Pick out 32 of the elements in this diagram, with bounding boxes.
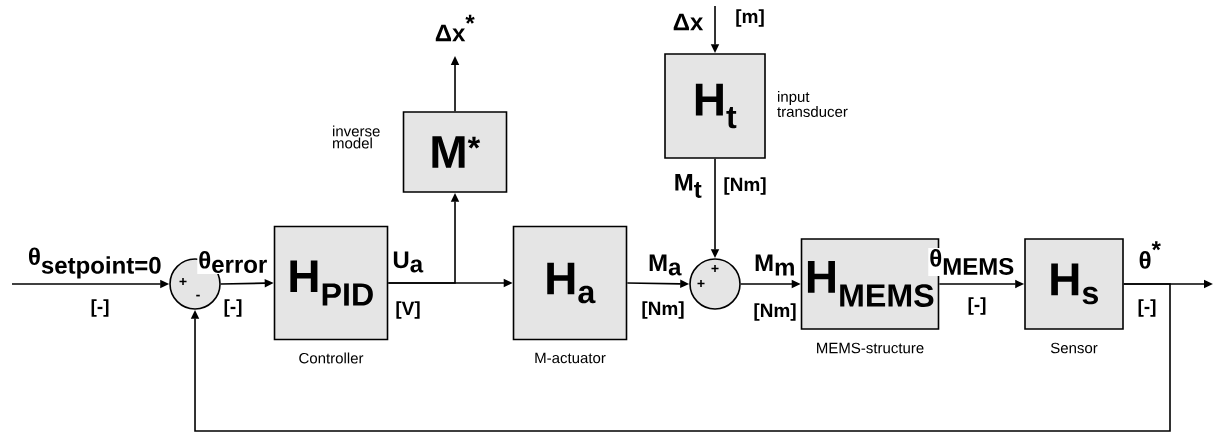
signal-label: $\mbox{M}_{\mbox{a}}$ bbox=[647, 253, 683, 277]
block-box: H$_{a}$ bbox=[512, 225, 628, 341]
summing-junction: + + bbox=[689, 258, 741, 310]
signal-label: $\mbox{U}_{\mbox{a}}$ bbox=[391, 250, 425, 274]
block-caption: MEMS-structure bbox=[817, 342, 924, 354]
unit-label: [V] bbox=[394, 300, 422, 320]
unit-label: [Nm] bbox=[752, 302, 798, 322]
signal-label: $\mbox{θ}_{\mbox{error}}$ bbox=[197, 250, 269, 274]
signal-label: $\mbox{Δx}^{\mbox{*}}$ bbox=[433, 13, 477, 43]
block-caption: M-actuator bbox=[535, 352, 606, 364]
unit-label: [-] bbox=[966, 296, 988, 316]
unit-label: [-] bbox=[1136, 298, 1158, 318]
signal-label: $\mbox{Δx}$ bbox=[671, 12, 705, 32]
block-box: M$^{*}$ bbox=[402, 111, 508, 193]
signal-label: $\mbox{θ}_{\mbox{MEMS}}$ bbox=[928, 248, 1016, 276]
block-box: H$_{s}$ bbox=[1024, 238, 1124, 330]
block-box: H$_{PID}$ bbox=[273, 225, 389, 341]
unit-label: [Nm] bbox=[722, 176, 768, 196]
block-caption: inverse model bbox=[333, 125, 380, 149]
block-caption: input transducer bbox=[777, 91, 848, 117]
signal-label: $\mbox{θ}_{\mbox{setpoint=0}}$ bbox=[26, 246, 164, 280]
unit-label: [-] bbox=[89, 298, 111, 318]
block-box: H$_{t}$ bbox=[664, 53, 766, 159]
signal-label: $\mbox{M}_{\mbox{t}}$ bbox=[672, 173, 704, 199]
signal-label: $\mbox{M}_{\mbox{m}}$ bbox=[753, 253, 797, 277]
unit-label: [m] bbox=[734, 8, 766, 28]
block-caption: Controller bbox=[299, 352, 364, 364]
block-caption: Sensor bbox=[1050, 342, 1098, 354]
signal-arrow bbox=[190, 283, 1171, 432]
signal-label: $\mbox{θ}^{\mbox{*}}$ bbox=[1137, 240, 1163, 270]
unit-label: [-] bbox=[222, 298, 244, 318]
unit-label: [Nm] bbox=[640, 300, 686, 320]
